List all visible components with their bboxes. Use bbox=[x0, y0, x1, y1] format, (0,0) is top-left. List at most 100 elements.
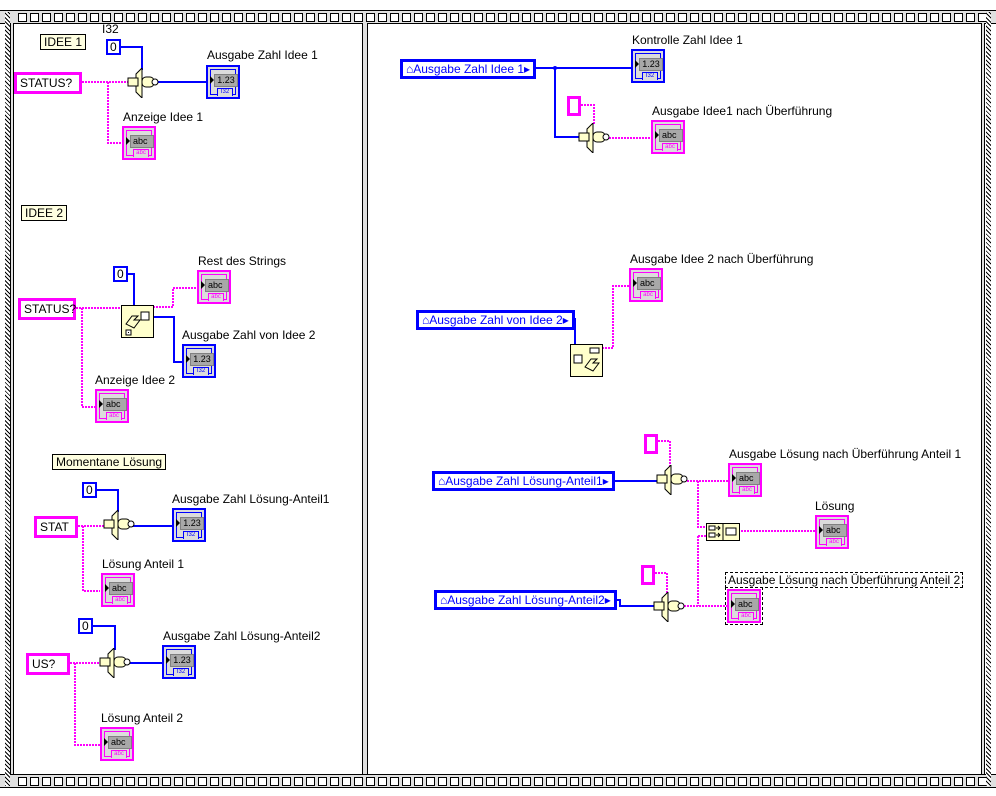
string-constant-status-2[interactable]: STATUS? bbox=[18, 298, 76, 320]
film-strip-hole bbox=[42, 777, 51, 786]
film-strip-hole bbox=[786, 777, 795, 786]
film-strip-hole bbox=[486, 777, 495, 786]
numeric-constant-zero-l2[interactable]: 0 bbox=[78, 618, 93, 634]
film-strip-hole bbox=[402, 777, 411, 786]
indicator-loesung[interactable]: abc abc bbox=[815, 515, 849, 549]
film-strip-hole bbox=[858, 13, 867, 22]
film-strip-hole bbox=[750, 777, 759, 786]
indicator-ausgabe-idee1-nach-ueberfuehrung[interactable]: abc abc bbox=[651, 120, 685, 154]
film-strip-hole bbox=[522, 13, 531, 22]
decimal-string-to-number-node-l1[interactable] bbox=[102, 510, 136, 540]
wire-us-to-anteil2 bbox=[74, 663, 100, 746]
film-strip-hole bbox=[474, 777, 483, 786]
indicator-loesung-anteil-2[interactable]: abc abc bbox=[100, 727, 134, 761]
film-strip-hole bbox=[162, 13, 171, 22]
film-strip-hole bbox=[738, 13, 747, 22]
local-variable-ausgabe-zahl-loesung-anteil2[interactable]: ⌂Ausgabe Zahl Lösung-Anteil2▸ bbox=[434, 590, 617, 610]
film-strip-hole bbox=[786, 13, 795, 22]
input-arrow-icon bbox=[655, 131, 659, 139]
film-strip-hole bbox=[54, 13, 63, 22]
film-strip-hole bbox=[318, 777, 327, 786]
indicator-loesung-anteil-1[interactable]: abc abc bbox=[101, 573, 135, 607]
film-strip-hole bbox=[930, 777, 939, 786]
scan-from-string-node[interactable] bbox=[121, 305, 154, 338]
film-strip-hole bbox=[450, 13, 459, 22]
film-strip-hole bbox=[690, 777, 699, 786]
comment-idee-2: IDEE 2 bbox=[21, 205, 68, 221]
film-strip-hole bbox=[558, 13, 567, 22]
film-strip-hole bbox=[330, 13, 339, 22]
label-ausgabe-zahl-idee-1: Ausgabe Zahl Idee 1 bbox=[207, 48, 318, 62]
film-strip-hole bbox=[582, 13, 591, 22]
film-strip-hole bbox=[270, 13, 279, 22]
indicator-kontrolle-zahl-idee-1[interactable]: 1.23 I32 bbox=[631, 49, 665, 83]
concatenate-strings-node[interactable] bbox=[706, 523, 740, 541]
local-variable-ausgabe-zahl-idee-1[interactable]: ⌂Ausgabe Zahl Idee 1▸ bbox=[400, 59, 537, 79]
film-strip-hole bbox=[654, 777, 663, 786]
film-strip-hole bbox=[414, 13, 423, 22]
film-strip-hole bbox=[342, 13, 351, 22]
film-strip-hole bbox=[78, 13, 87, 22]
input-arrow-icon bbox=[104, 738, 108, 746]
number-to-decimal-string-node-r1[interactable] bbox=[577, 123, 611, 153]
film-strip-hole bbox=[30, 13, 39, 22]
film-strip-hole bbox=[378, 777, 387, 786]
empty-string-constant-l1[interactable] bbox=[644, 434, 658, 454]
indicator-ausgabe-loesung-anteil-2[interactable]: abc abc bbox=[725, 587, 763, 625]
indicator-ausgabe-idee-2-nach-ueberfuehrung[interactable]: abc abc bbox=[629, 268, 663, 302]
film-strip-hole bbox=[774, 13, 783, 22]
empty-string-constant-l2[interactable] bbox=[641, 565, 655, 585]
local-variable-ausgabe-zahl-von-idee-2[interactable]: ⌂Ausgabe Zahl von Idee 2▸ bbox=[416, 310, 575, 330]
string-constant-status[interactable]: STATUS? bbox=[14, 72, 82, 94]
film-strip-hole bbox=[678, 13, 687, 22]
indicator-ausgabe-loesung-anteil-1[interactable]: abc abc bbox=[728, 463, 762, 497]
film-strip-hole bbox=[222, 13, 231, 22]
number-to-decimal-string-node-l1[interactable] bbox=[655, 465, 689, 495]
format-into-string-node[interactable] bbox=[570, 344, 603, 377]
frame-left-edge bbox=[5, 12, 10, 786]
film-strip-hole bbox=[858, 777, 867, 786]
decimal-string-to-number-node-l2[interactable] bbox=[98, 648, 132, 678]
film-strip-hole bbox=[570, 13, 579, 22]
indicator-ausgabe-zahl-von-idee-2[interactable]: 1.23 I32 bbox=[182, 344, 216, 378]
film-strip-hole bbox=[282, 13, 291, 22]
indicator-anzeige-idee-1[interactable]: abc abc bbox=[122, 126, 156, 160]
wire-empty-to-convert-r1 bbox=[581, 104, 595, 125]
indicator-rest-des-strings[interactable]: abc abc bbox=[197, 270, 231, 304]
wire-zero-to-convert-l1 bbox=[93, 489, 119, 512]
indicator-anzeige-idee-2[interactable]: abc abc bbox=[95, 389, 129, 423]
film-strip-hole bbox=[366, 777, 375, 786]
label-ausgabe-idee-2-nach-ueberfuehrung: Ausgabe Idee 2 nach Überführung bbox=[630, 252, 814, 266]
film-strip-hole bbox=[390, 777, 399, 786]
indicator-ausgabe-zahl-loesung-anteil1[interactable]: 1.23 I32 bbox=[172, 508, 206, 542]
film-strip-hole bbox=[846, 13, 855, 22]
film-strip-hole bbox=[726, 777, 735, 786]
film-strip-hole bbox=[126, 777, 135, 786]
film-strip-hole bbox=[678, 777, 687, 786]
film-strip-hole bbox=[234, 13, 243, 22]
indicator-ausgabe-zahl-idee-1[interactable]: 1.23 I32 bbox=[206, 65, 240, 99]
string-constant-us[interactable]: US? bbox=[26, 653, 70, 675]
empty-string-constant-r1[interactable] bbox=[567, 96, 581, 116]
film-strip-hole bbox=[234, 777, 243, 786]
string-constant-stat[interactable]: STAT bbox=[34, 516, 78, 538]
numeric-constant-zero[interactable]: 0 bbox=[106, 39, 121, 55]
triangle-right-icon: ▸ bbox=[604, 593, 611, 607]
film-strip-hole bbox=[666, 777, 675, 786]
film-strip-hole bbox=[246, 777, 255, 786]
number-to-decimal-string-node-l2[interactable] bbox=[652, 592, 686, 622]
film-strip-hole bbox=[150, 777, 159, 786]
local-variable-ausgabe-zahl-loesung-anteil1[interactable]: ⌂Ausgabe Zahl Lösung-Anteil1▸ bbox=[432, 471, 615, 491]
numeric-constant-zero-2[interactable]: 0 bbox=[113, 266, 128, 282]
film-strip-hole bbox=[594, 13, 603, 22]
film-strip-hole bbox=[510, 777, 519, 786]
decimal-string-to-number-node[interactable] bbox=[126, 68, 160, 98]
comment-idee-1: IDEE 1 bbox=[40, 34, 87, 50]
film-strip-hole bbox=[882, 13, 891, 22]
wire-empty-to-convert-l1 bbox=[658, 440, 671, 467]
film-strip-hole bbox=[510, 13, 519, 22]
numeric-constant-zero-l1[interactable]: 0 bbox=[82, 482, 97, 498]
indicator-ausgabe-zahl-loesung-anteil2[interactable]: 1.23 I32 bbox=[162, 645, 196, 679]
concatenate-icon bbox=[708, 524, 737, 540]
